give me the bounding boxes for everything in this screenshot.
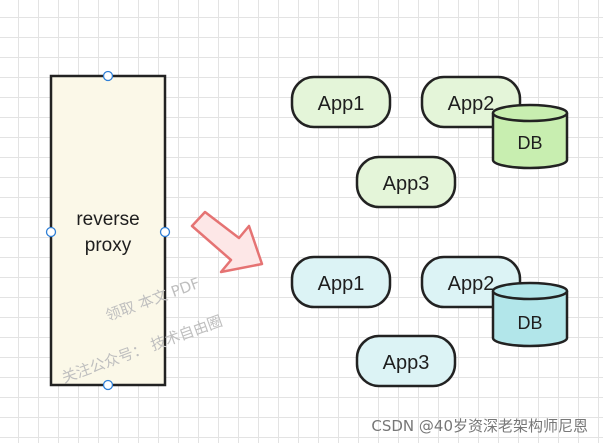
- block-arrow[interactable]: [190, 210, 264, 274]
- db-top: [491, 281, 569, 301]
- app3-node[interactable]: [355, 155, 457, 209]
- app2-label: App2: [448, 273, 495, 295]
- resize-handle-bottom[interactable]: [102, 379, 114, 391]
- app3-node[interactable]: [355, 334, 457, 388]
- app3-label: App3: [383, 352, 430, 374]
- reverse-proxy-box[interactable]: [49, 74, 167, 387]
- reverse-proxy-node[interactable]: reverse proxy: [45, 70, 171, 391]
- db-cylinder[interactable]: DB: [491, 103, 569, 170]
- db-label: DB: [517, 133, 542, 153]
- reverse-proxy-label-line2: proxy: [85, 235, 132, 256]
- app1-node[interactable]: [290, 75, 392, 129]
- resize-handle-right[interactable]: [159, 226, 171, 238]
- app1-label: App1: [318, 93, 365, 115]
- app-cluster-bottom: App1 App2 DB App3: [290, 255, 569, 388]
- db-body: [491, 113, 569, 170]
- app1-node[interactable]: [290, 255, 392, 309]
- db-body: [491, 291, 569, 348]
- arrow-shape[interactable]: [190, 210, 264, 274]
- app-cluster-top: App1 App2 DB App3: [290, 75, 569, 209]
- resize-handle-top[interactable]: [102, 70, 114, 82]
- app3-label: App3: [383, 173, 430, 195]
- app1-label: App1: [318, 273, 365, 295]
- app2-label: App2: [448, 93, 495, 115]
- db-cylinder[interactable]: DB: [491, 281, 569, 348]
- resize-handle-left[interactable]: [45, 226, 57, 238]
- author-credit: CSDN @40岁资深老架构师尼恩: [371, 417, 588, 435]
- db-top: [491, 103, 569, 123]
- db-label: DB: [517, 313, 542, 333]
- reverse-proxy-label-line1: reverse: [76, 209, 139, 230]
